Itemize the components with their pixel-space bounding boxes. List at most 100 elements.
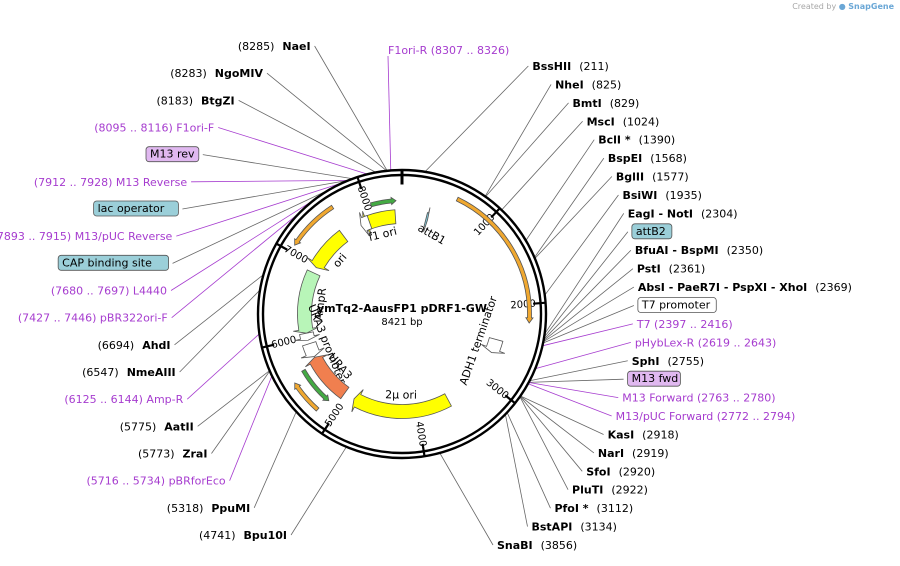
feature-ymtq2[interactable] [455, 196, 534, 324]
feature-ura3[interactable] [305, 354, 350, 400]
feature-2-ori[interactable] [351, 389, 452, 419]
feature-ampr-promoter[interactable] [295, 331, 320, 341]
box-t7-promoter [637, 297, 717, 313]
label-part-b: (2369) [815, 281, 852, 294]
site-pbrforeco[interactable]: (5716 .. 5734) pBRforEco [87, 475, 226, 488]
feature-ori[interactable] [307, 229, 349, 271]
site-bglii[interactable]: BglII(1577) [616, 171, 689, 184]
site-absi-paer7i-pspxi-xhoi[interactable]: AbsI - PaeR7I - PspXI - XhoI(2369) [638, 281, 852, 294]
site-ppumi[interactable]: (5318)PpuMI [167, 502, 250, 515]
enzyme-label-bsshii: BssHII(211) [532, 60, 608, 73]
site-sfoi[interactable]: SfoI(2920) [586, 465, 655, 478]
site-nari[interactable]: NarI(2919) [598, 447, 669, 460]
leader-absi-paer7i-pspxi-xhoi [542, 286, 635, 343]
leader-nari [519, 395, 595, 454]
site-bstapi[interactable]: BstAPI(3134) [531, 521, 616, 534]
credit-prefix: Created by [792, 2, 837, 11]
site-ngomiv[interactable]: (8283)NgoMIV [170, 67, 263, 80]
leader-f1ori-f [218, 127, 369, 175]
feature-attb-outer[interactable] [369, 196, 397, 208]
site-m13-puc-reverse[interactable]: (7893 .. 7915) M13/pUC Reverse [0, 230, 173, 243]
label-part-b: (2919) [632, 447, 669, 460]
leader-bsshii [424, 65, 529, 173]
feature-lac-promoter[interactable] [359, 212, 373, 236]
label-part-b: (1577) [652, 171, 689, 184]
box-label-t7-promoter: T7 promoter [641, 299, 711, 312]
enzyme-label-bfuai-bspmi: BfuAI - BspMI(2350) [635, 244, 763, 257]
label-part-a: PluTI [572, 484, 603, 497]
site-t7-promoter[interactable]: T7 promoter [637, 297, 717, 313]
feature-green2[interactable] [301, 368, 330, 402]
site-m13-fwd[interactable]: M13 fwd [627, 370, 681, 387]
feature-adh1-terminator[interactable] [481, 337, 505, 354]
site-m13-forward[interactable]: M13 Forward (2763 .. 2780) [622, 392, 775, 405]
box-cap-binding-site [57, 254, 169, 271]
tick-label-8000: 8000 [355, 185, 373, 213]
primer-label-f1ori-r[interactable]: F1ori-R (8307 .. 8326) [388, 44, 509, 57]
feature-attb1[interactable] [423, 207, 431, 233]
label-part-a: (5773) [138, 448, 175, 461]
label-part-a: (5318) [167, 502, 204, 515]
leader-pbr322ori-f [171, 207, 307, 318]
site-m13-puc-forward[interactable]: M13/pUC Forward (2772 .. 2794) [616, 410, 796, 423]
label-part-b: (3856) [541, 539, 578, 552]
site-pbr322ori-f[interactable]: (7427 .. 7446) pBR322ori-F [18, 312, 168, 325]
primer-label-f1ori-f: (8095 .. 8116) F1ori-F [94, 122, 214, 135]
enzyme-label-naei: (8285)NaeI [238, 40, 311, 53]
feature-label-ampr: AmpR [312, 287, 329, 322]
site-naei[interactable]: (8285)NaeI [238, 40, 311, 53]
site-nmeaiii[interactable]: (6547)NmeAIII [82, 366, 176, 379]
box-label-lac-operator: lac operator [98, 202, 165, 215]
site-nhei[interactable]: NheI(825) [555, 78, 621, 91]
label-part-b: (3134) [580, 521, 617, 534]
site-bfuai-bspmi[interactable]: BfuAI - BspMI(2350) [635, 244, 763, 257]
site-l4440[interactable]: (7680 .. 7697) L4440 [51, 285, 167, 298]
site-cap-binding-site[interactable]: CAP binding site [57, 254, 169, 271]
enzyme-label-bcli: BclI *(1390) [598, 134, 675, 147]
tick-label-2000: 2000 [510, 298, 536, 311]
label-part-a: BfuAI - BspMI [635, 244, 719, 257]
site-bsiwi[interactable]: BsiWI(1935) [622, 189, 702, 202]
site-bmti[interactable]: BmtI(829) [573, 97, 640, 110]
leader-zrai [211, 370, 271, 454]
site-msci[interactable]: MscI(1024) [587, 115, 660, 128]
site-f1ori-f[interactable]: (8095 .. 8116) F1ori-F [94, 122, 214, 135]
feature-ura3-promoter[interactable] [300, 341, 325, 359]
tick-2000 [533, 301, 547, 305]
site-bsshii[interactable]: BssHII(211) [532, 60, 608, 73]
leader-bsiwi [544, 194, 619, 297]
site-m13-rev[interactable]: M13 rev [145, 146, 200, 163]
site-pfoi[interactable]: PfoI *(3112) [554, 502, 633, 515]
leader-cap-binding-site [172, 182, 344, 264]
site-bcli[interactable]: BclI *(1390) [598, 134, 675, 147]
enzyme-label-bsiwi: BsiWI(1935) [622, 189, 702, 202]
site-psti[interactable]: PstI(2361) [637, 263, 705, 276]
enzyme-label-bspei: BspEI(1568) [608, 152, 687, 165]
site-m13-reverse[interactable]: (7912 .. 7928) M13 Reverse [34, 176, 187, 189]
label-part-a: EagI - NotI [628, 207, 693, 220]
tick-label-4000: 4000 [413, 421, 428, 448]
feature-misc[interactable] [294, 382, 320, 412]
site-pluti[interactable]: PluTI(2922) [572, 484, 648, 497]
label-part-a: BssHII [532, 60, 571, 73]
site-snabi[interactable]: SnaBI(3856) [497, 539, 577, 552]
site-bspei[interactable]: BspEI(1568) [608, 152, 687, 165]
site-amp-r[interactable]: (6125 .. 6144) Amp-R [64, 393, 183, 406]
leader-bspei [533, 157, 605, 259]
site-attb2[interactable]: attB2 [631, 223, 673, 240]
site-lac-operator[interactable]: lac operator [93, 200, 179, 217]
label-part-b: NaeI [282, 40, 310, 53]
feature-aausfp1[interactable] [294, 204, 335, 246]
site-t7[interactable]: T7 (2397 .. 2416) [636, 318, 733, 331]
site-zrai[interactable]: (5773)ZraI [138, 448, 208, 461]
site-ahdi[interactable]: (6694)AhdI [98, 339, 171, 352]
site-btgzi[interactable]: (8183)BtgZI [156, 94, 234, 107]
site-aatii[interactable]: (5775)AatII [120, 420, 194, 433]
site-kasi[interactable]: KasI(2918) [608, 428, 679, 441]
site-sphi[interactable]: SphI(2755) [632, 355, 704, 368]
site-bpu10i[interactable]: (4741)Bpu10I [199, 529, 287, 542]
box-attb2 [631, 223, 673, 240]
site-eagi-noti[interactable]: EagI - NotI(2304) [628, 207, 738, 220]
site-phyblex-r[interactable]: pHybLex-R (2619 .. 2643) [635, 336, 776, 349]
